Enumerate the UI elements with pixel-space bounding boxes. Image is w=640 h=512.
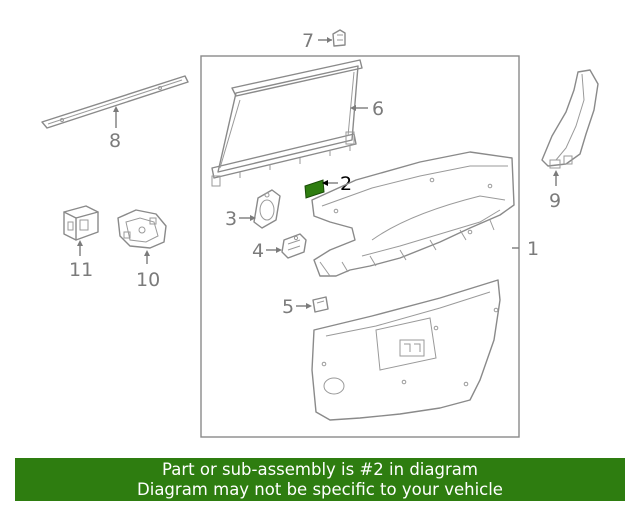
banner-line-2: Diagram may not be specific to your vehi… [137,480,503,499]
arrow-8 [113,106,119,112]
callout-3[interactable]: 3 [225,208,237,230]
part-7-clip[interactable] [332,29,346,47]
part-2-pad[interactable] [304,179,325,199]
callout-10[interactable]: 10 [136,269,160,291]
part-1-upper-trim[interactable] [311,151,515,277]
part-8-belt-molding[interactable] [41,75,189,129]
callout-8[interactable]: 8 [109,130,121,152]
arrow-10 [144,250,150,256]
arrow-5 [306,303,312,309]
arrow-7 [327,37,332,43]
callout-7[interactable]: 7 [302,30,314,52]
exploded-parts-diagram: 7 8 6 2 [41,29,599,438]
part-5-clip[interactable] [312,296,329,313]
callout-4[interactable]: 4 [252,240,264,262]
arrow-3 [250,215,256,221]
part-6-sunshade[interactable] [211,59,363,187]
callout-11[interactable]: 11 [69,259,93,281]
callout-6[interactable]: 6 [372,98,384,120]
assembly-frame [200,55,520,438]
arrow-6 [350,105,356,111]
part-info-banner: Part or sub-assembly is #2 in diagram Di… [15,458,625,501]
callout-9[interactable]: 9 [549,190,561,212]
part-4-switch-bracket[interactable] [281,233,307,259]
callout-1[interactable]: 1 [527,238,539,260]
part-11-switch[interactable] [63,205,99,241]
arrow-9 [553,170,559,176]
arrow-4 [276,247,282,253]
arrow-11 [77,240,83,246]
part-10-actuator[interactable] [117,209,167,249]
part-1-lower-trim-board[interactable] [311,279,501,421]
part-3-bracket[interactable] [253,189,281,229]
arrow-2 [322,180,328,186]
callout-5[interactable]: 5 [282,296,294,318]
part-9-pillar-garnish[interactable] [541,69,599,169]
banner-line-1: Part or sub-assembly is #2 in diagram [162,460,478,479]
